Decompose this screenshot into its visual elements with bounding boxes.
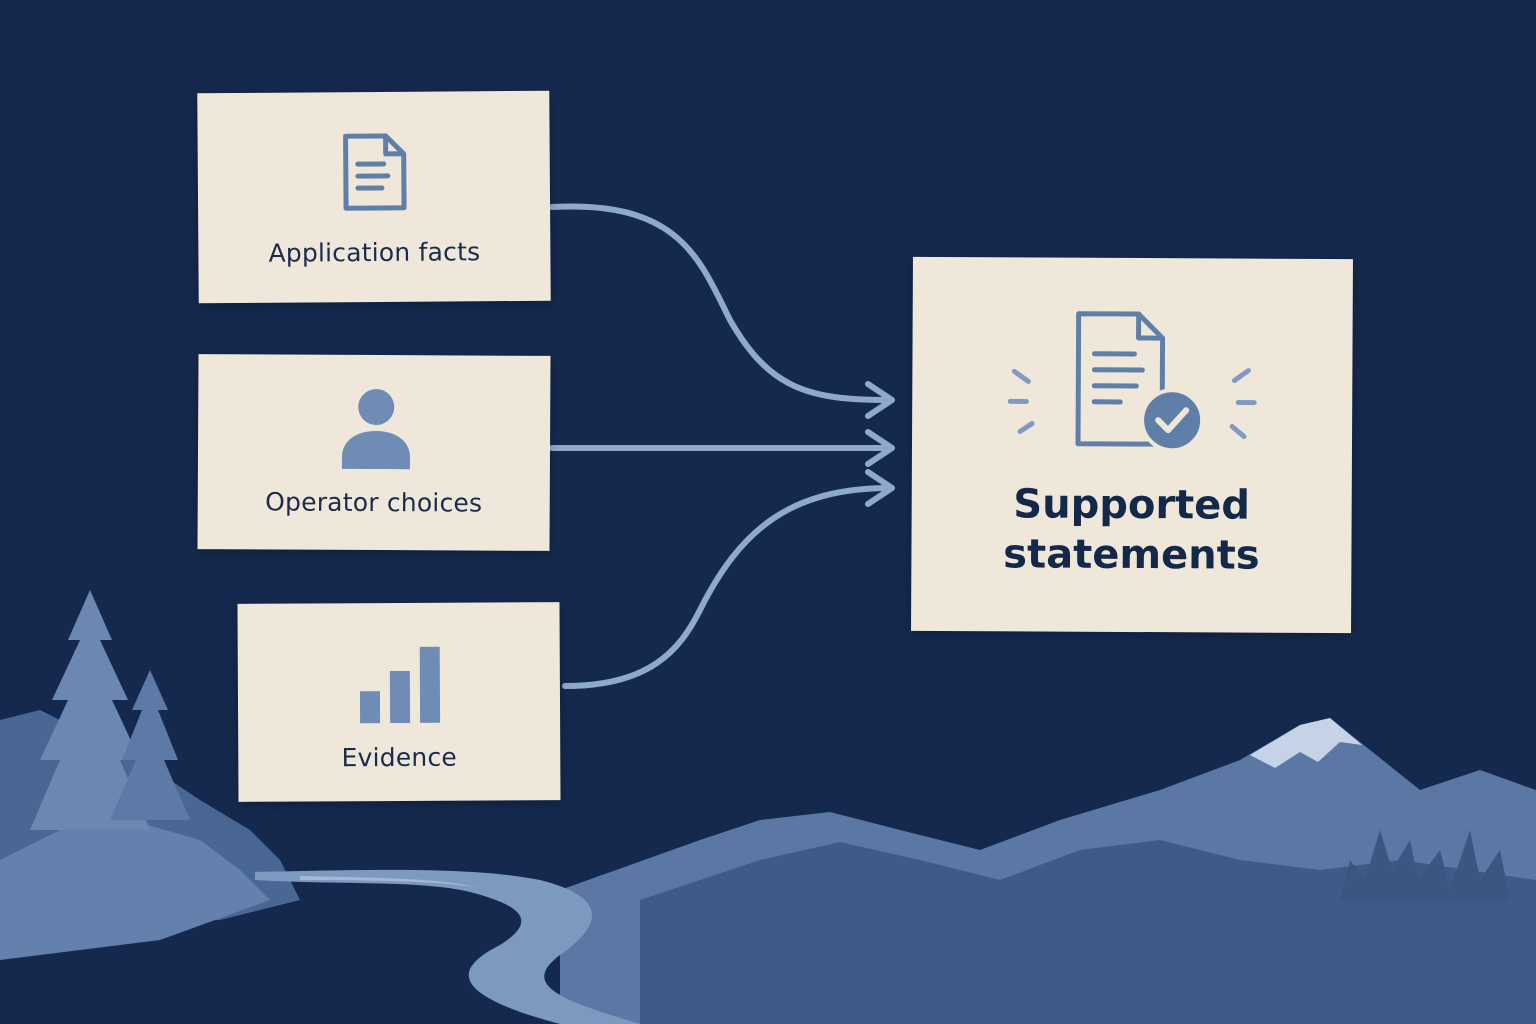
mountain-snowcap	[1250, 718, 1362, 768]
verified-document-icon	[1007, 311, 1257, 453]
mountain-ridge-near	[640, 840, 1536, 1024]
person-icon	[341, 389, 410, 470]
hill-left-front	[0, 820, 270, 960]
bush-right	[1340, 830, 1510, 900]
card-label: Evidence	[341, 742, 458, 773]
river	[255, 869, 640, 1024]
bar-chart-icon	[359, 646, 441, 724]
sparkle-lines	[1007, 368, 1257, 440]
input-card-operator-choices: Operator choices	[197, 354, 551, 551]
output-card-supported-statements: Supported statements	[911, 256, 1353, 634]
output-title: Supported statements	[911, 479, 1352, 581]
pine-tree-large	[30, 590, 150, 830]
output-title-line-1: Supported	[1013, 481, 1251, 529]
input-card-evidence: Evidence	[237, 602, 561, 802]
card-label: Operator choices	[265, 487, 483, 518]
document-icon	[343, 133, 407, 211]
check-badge-icon	[1140, 388, 1205, 453]
input-card-application-facts: Application facts	[197, 90, 551, 304]
card-label: Application facts	[268, 237, 481, 268]
output-title-line-2: statements	[1003, 531, 1260, 579]
river-highlight	[300, 876, 480, 888]
pine-tree-small	[110, 670, 190, 820]
